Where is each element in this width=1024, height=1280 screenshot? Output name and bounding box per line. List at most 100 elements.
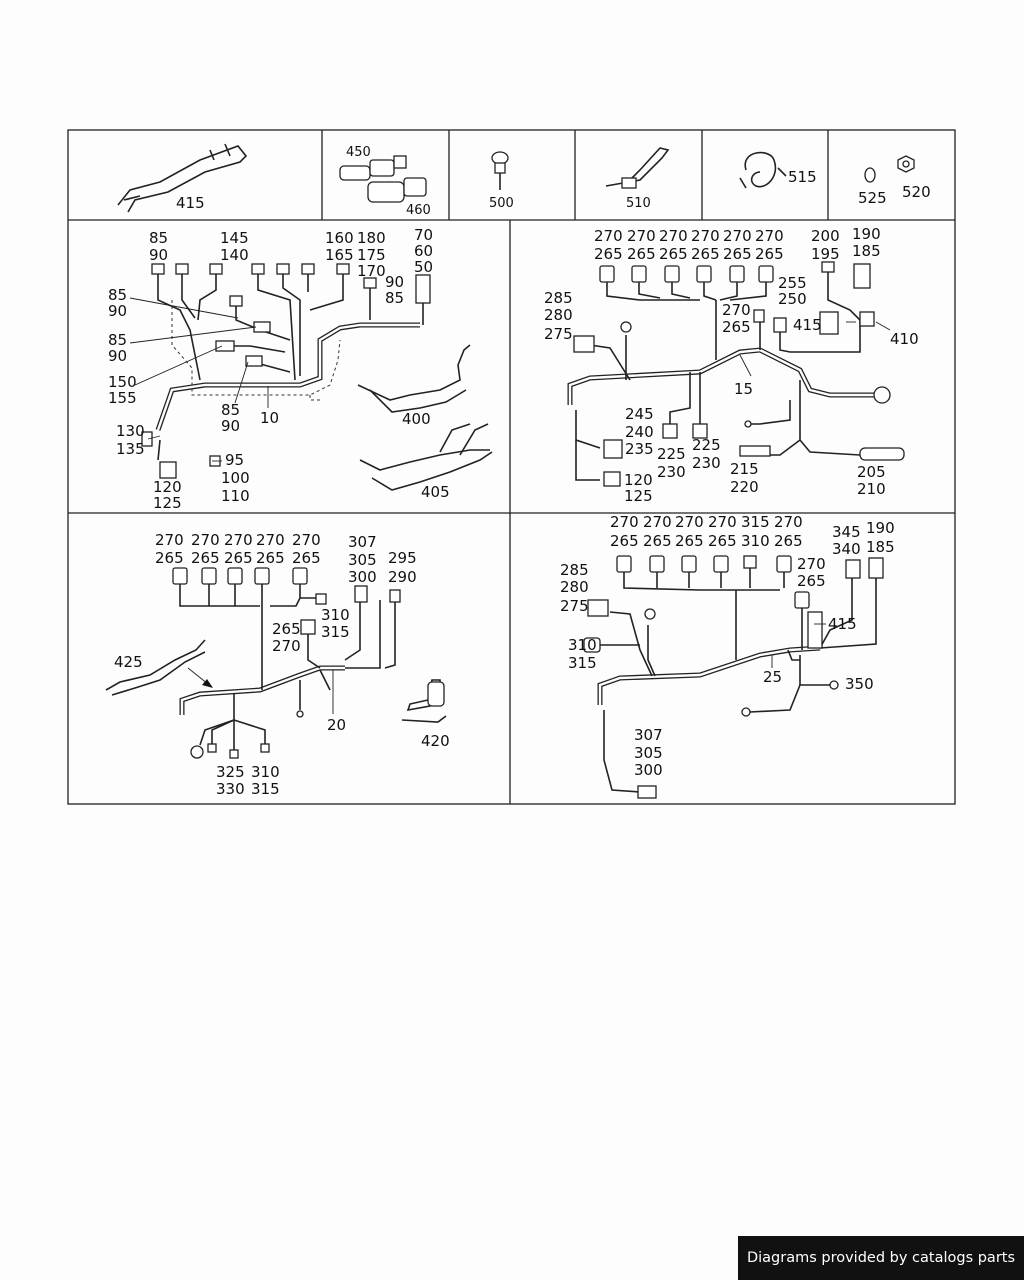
callout-b-270-7: 270	[722, 301, 751, 319]
callout-500: 500	[489, 196, 514, 211]
callout-a-90e: 90	[221, 417, 240, 435]
callout-c-310-1: 310	[321, 606, 350, 624]
callout-b-410: 410	[890, 330, 919, 348]
callout-d-265-4: 265	[708, 532, 737, 550]
part-525-520-nuts	[864, 155, 915, 183]
callout-520: 520	[902, 183, 931, 201]
callout-a-60: 60	[414, 242, 433, 260]
callout-c-270-3: 270	[224, 531, 253, 549]
callout-d-305: 305	[634, 744, 663, 762]
callout-c-330: 330	[216, 780, 245, 798]
callout-a-150: 150	[108, 373, 137, 391]
callout-415-top: 415	[176, 194, 205, 212]
callout-c-315-2: 315	[251, 780, 280, 798]
callout-c-307: 307	[348, 533, 377, 551]
callout-a-400: 400	[402, 410, 431, 428]
callout-d-265-6: 265	[797, 572, 826, 590]
callout-d-270-6: 270	[797, 555, 826, 573]
callout-d-275: 275	[560, 597, 589, 615]
callout-a-165: 165	[325, 246, 354, 264]
callout-d-315: 315	[741, 513, 770, 531]
panel-b-harness	[567, 270, 880, 481]
callout-b-240: 240	[625, 423, 654, 441]
callout-b-270-4: 270	[691, 227, 720, 245]
top-row-labels: 415 450 460 500 510 515 525 520	[176, 145, 931, 218]
callout-d-300: 300	[634, 761, 663, 779]
callout-b-265-7: 265	[722, 318, 751, 336]
callout-c-315-1: 315	[321, 623, 350, 641]
part-400-harness-section	[357, 344, 471, 413]
callout-a-120: 120	[153, 478, 182, 496]
callout-c-425: 425	[114, 653, 143, 671]
callout-c-265-5: 265	[292, 549, 321, 567]
callout-a-50: 50	[414, 258, 433, 276]
callout-b-225-2: 225	[692, 436, 721, 454]
part-415-bracket	[117, 143, 248, 213]
callout-c-265-2: 265	[191, 549, 220, 567]
callout-a-85c: 85	[385, 289, 404, 307]
callout-a-85e: 85	[221, 401, 240, 419]
callout-d-345: 345	[832, 523, 861, 541]
callout-d-265-2: 265	[643, 532, 672, 550]
panel-a-harness	[155, 272, 424, 461]
callout-c-310-2: 310	[251, 763, 280, 781]
callout-b-230-2: 230	[692, 454, 721, 472]
panel-b-leader-lines	[739, 321, 891, 377]
callout-c-420: 420	[421, 732, 450, 750]
panel-c-connectors	[172, 567, 447, 759]
callout-d-340: 340	[832, 540, 861, 558]
callout-a-85b: 85	[108, 286, 127, 304]
callout-525: 525	[858, 189, 887, 207]
panel-d-harness	[597, 566, 877, 793]
callout-b-265-4: 265	[691, 245, 720, 263]
callout-b-255: 255	[778, 274, 807, 292]
callout-a-125: 125	[153, 494, 182, 512]
panel-d-leader-lines	[771, 623, 826, 668]
callout-a-180: 180	[357, 229, 386, 247]
callout-b-270-6: 270	[755, 227, 784, 245]
callout-b-280: 280	[544, 306, 573, 324]
callout-a-10: 10	[260, 409, 279, 427]
callout-d-270-5: 270	[774, 513, 803, 531]
callout-a-90c: 90	[385, 273, 404, 291]
callout-d-270-3: 270	[675, 513, 704, 531]
callout-b-285: 285	[544, 289, 573, 307]
callout-a-155: 155	[108, 389, 137, 407]
callout-a-145: 145	[220, 229, 249, 247]
callout-d-270-1: 270	[610, 513, 639, 531]
callout-d-25: 25	[763, 668, 782, 686]
callout-510: 510	[626, 196, 651, 211]
callout-515: 515	[788, 168, 817, 186]
callout-b-270-2: 270	[627, 227, 656, 245]
callout-a-70: 70	[414, 226, 433, 244]
callout-b-225-1: 225	[657, 445, 686, 463]
callout-d-265-3: 265	[675, 532, 704, 550]
callout-c-265-4: 265	[256, 549, 285, 567]
callout-c-265-3: 265	[224, 549, 253, 567]
callout-a-85: 85	[149, 229, 168, 247]
panel-c-harness	[105, 582, 396, 750]
callout-b-220: 220	[730, 478, 759, 496]
callout-d-265-5: 265	[774, 532, 803, 550]
callout-d-265-1: 265	[610, 532, 639, 550]
callout-d-310-2: 310	[568, 636, 597, 654]
part-515-clip	[739, 151, 787, 189]
callout-a-90: 90	[149, 246, 168, 264]
callout-b-120: 120	[624, 471, 653, 489]
callout-c-270-6: 270	[272, 637, 301, 655]
callout-a-135: 135	[116, 440, 145, 458]
callout-a-110: 110	[221, 487, 250, 505]
panel-a-leader-lines	[129, 297, 269, 462]
callout-c-270-2: 270	[191, 531, 220, 549]
part-405-harness-section	[359, 423, 493, 491]
callout-b-190: 190	[852, 225, 881, 243]
callout-d-285: 285	[560, 561, 589, 579]
callout-d-310: 310	[741, 532, 770, 550]
callout-c-300: 300	[348, 568, 377, 586]
callout-a-100: 100	[221, 469, 250, 487]
panel-c-labels: 270 265 270 265 270 265 270 265 270 265 …	[114, 531, 450, 798]
callout-d-270-2: 270	[643, 513, 672, 531]
panel-d-labels: 270 265 270 265 270 265 270 265 315 310 …	[560, 513, 895, 779]
callout-b-195: 195	[811, 245, 840, 263]
